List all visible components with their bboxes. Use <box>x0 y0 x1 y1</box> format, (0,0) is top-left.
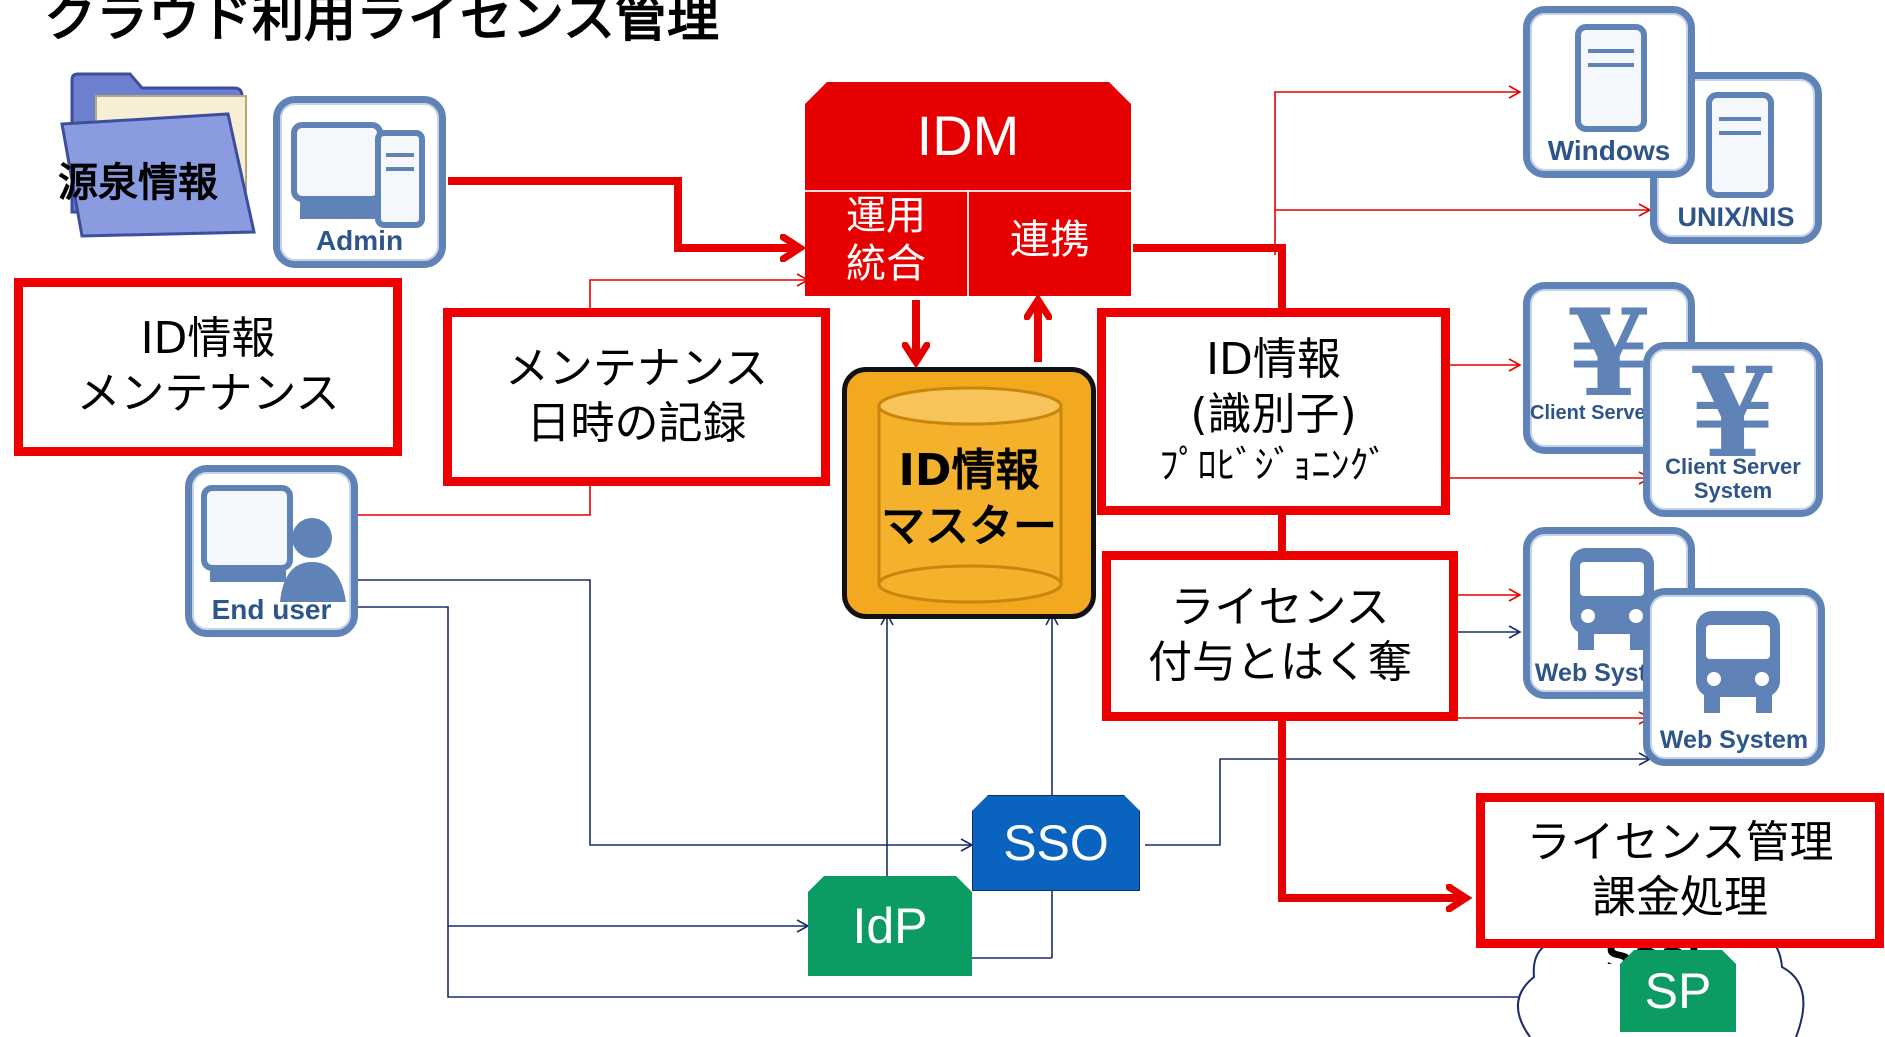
idm-operation-line2: 統合 <box>846 241 926 287</box>
provisioning-line3: ﾌﾟﾛﾋﾞｼﾞｮﾆﾝｸﾞ <box>1159 443 1388 488</box>
billing-note: ライセンス管理 課金処理 <box>1476 793 1884 948</box>
master-line2: マスター <box>881 501 1057 552</box>
admin-tile[interactable]: Admin <box>273 96 446 268</box>
bus-icon <box>1570 548 1654 650</box>
id-master[interactable]: ID情報 マスター <box>842 367 1096 619</box>
billing-line1: ライセンス管理 <box>1526 816 1834 868</box>
idp-chip[interactable]: IdP <box>808 876 972 976</box>
yen-icon: ¥ <box>1689 341 1777 486</box>
billing-line2: 課金処理 <box>1592 871 1768 923</box>
yen-icon: ¥ <box>1567 283 1651 424</box>
sp-chip[interactable]: SP <box>1620 950 1736 1032</box>
auth-lines <box>358 579 1652 1004</box>
enduser-icon <box>201 485 346 602</box>
client-server-front-tile[interactable]: ¥ Client Server System <box>1643 341 1823 517</box>
database-cylinder-icon <box>877 386 1063 604</box>
license-note: ライセンス 付与とはく奪 <box>1102 551 1458 721</box>
id-maintenance-line1: ID情報 <box>140 313 276 365</box>
web-front-label: Web System <box>1659 726 1809 754</box>
source-label: 源泉情報 <box>58 160 218 206</box>
id-maintenance-note: ID情報 メンテナンス <box>14 278 402 456</box>
maintenance-log-line1: メンテナンス <box>504 343 769 395</box>
server-icon <box>1706 92 1774 198</box>
master-line1: ID情報 <box>898 445 1040 496</box>
provisioning-note: ID情報 (識別子) ﾌﾟﾛﾋﾞｼﾞｮﾆﾝｸﾞ <box>1097 308 1450 515</box>
bus-icon <box>1696 611 1780 713</box>
admin-label: Admin <box>315 225 404 256</box>
idm-title: IDM <box>916 104 1020 167</box>
id-maintenance-line2: メンテナンス <box>76 368 340 419</box>
maintenance-log-note: メンテナンス 日時の記録 <box>443 308 830 486</box>
idm-divider-v <box>967 190 969 296</box>
client-server-front-label-line1: Client Server <box>1665 454 1801 479</box>
license-line1: ライセンス <box>1170 582 1390 634</box>
folder-icon <box>58 62 258 240</box>
idm-block[interactable]: IDM 運用 統合 連携 <box>805 82 1131 296</box>
maintenance-log-line2: 日時の記録 <box>526 398 747 449</box>
page-title: クラウド利用ライセンス管理 <box>44 0 719 49</box>
windows-tile[interactable]: Windows <box>1523 6 1695 178</box>
sso-chip[interactable]: SSO <box>972 795 1140 891</box>
enduser-label: End user <box>211 594 332 625</box>
license-line2: 付与とはく奪 <box>1148 637 1412 688</box>
admin-computer-icon <box>291 122 425 228</box>
idm-operation-line1: 運用 <box>846 193 926 239</box>
unix-label: UNIX/NIS <box>1677 202 1795 232</box>
admin-to-idm-arrow <box>448 177 800 248</box>
web-front-tile[interactable]: Web System <box>1643 588 1825 766</box>
client-server-front-label-line2: System <box>1693 478 1773 503</box>
idm-link-label: 連携 <box>1010 217 1090 263</box>
provisioning-line2: (識別子) <box>1190 388 1357 440</box>
enduser-tile[interactable]: End user <box>185 465 358 637</box>
provisioning-lines <box>358 85 1652 725</box>
windows-label: Windows <box>1547 135 1671 166</box>
server-icon <box>1575 24 1647 132</box>
provisioning-line1: ID情報 <box>1206 334 1341 386</box>
